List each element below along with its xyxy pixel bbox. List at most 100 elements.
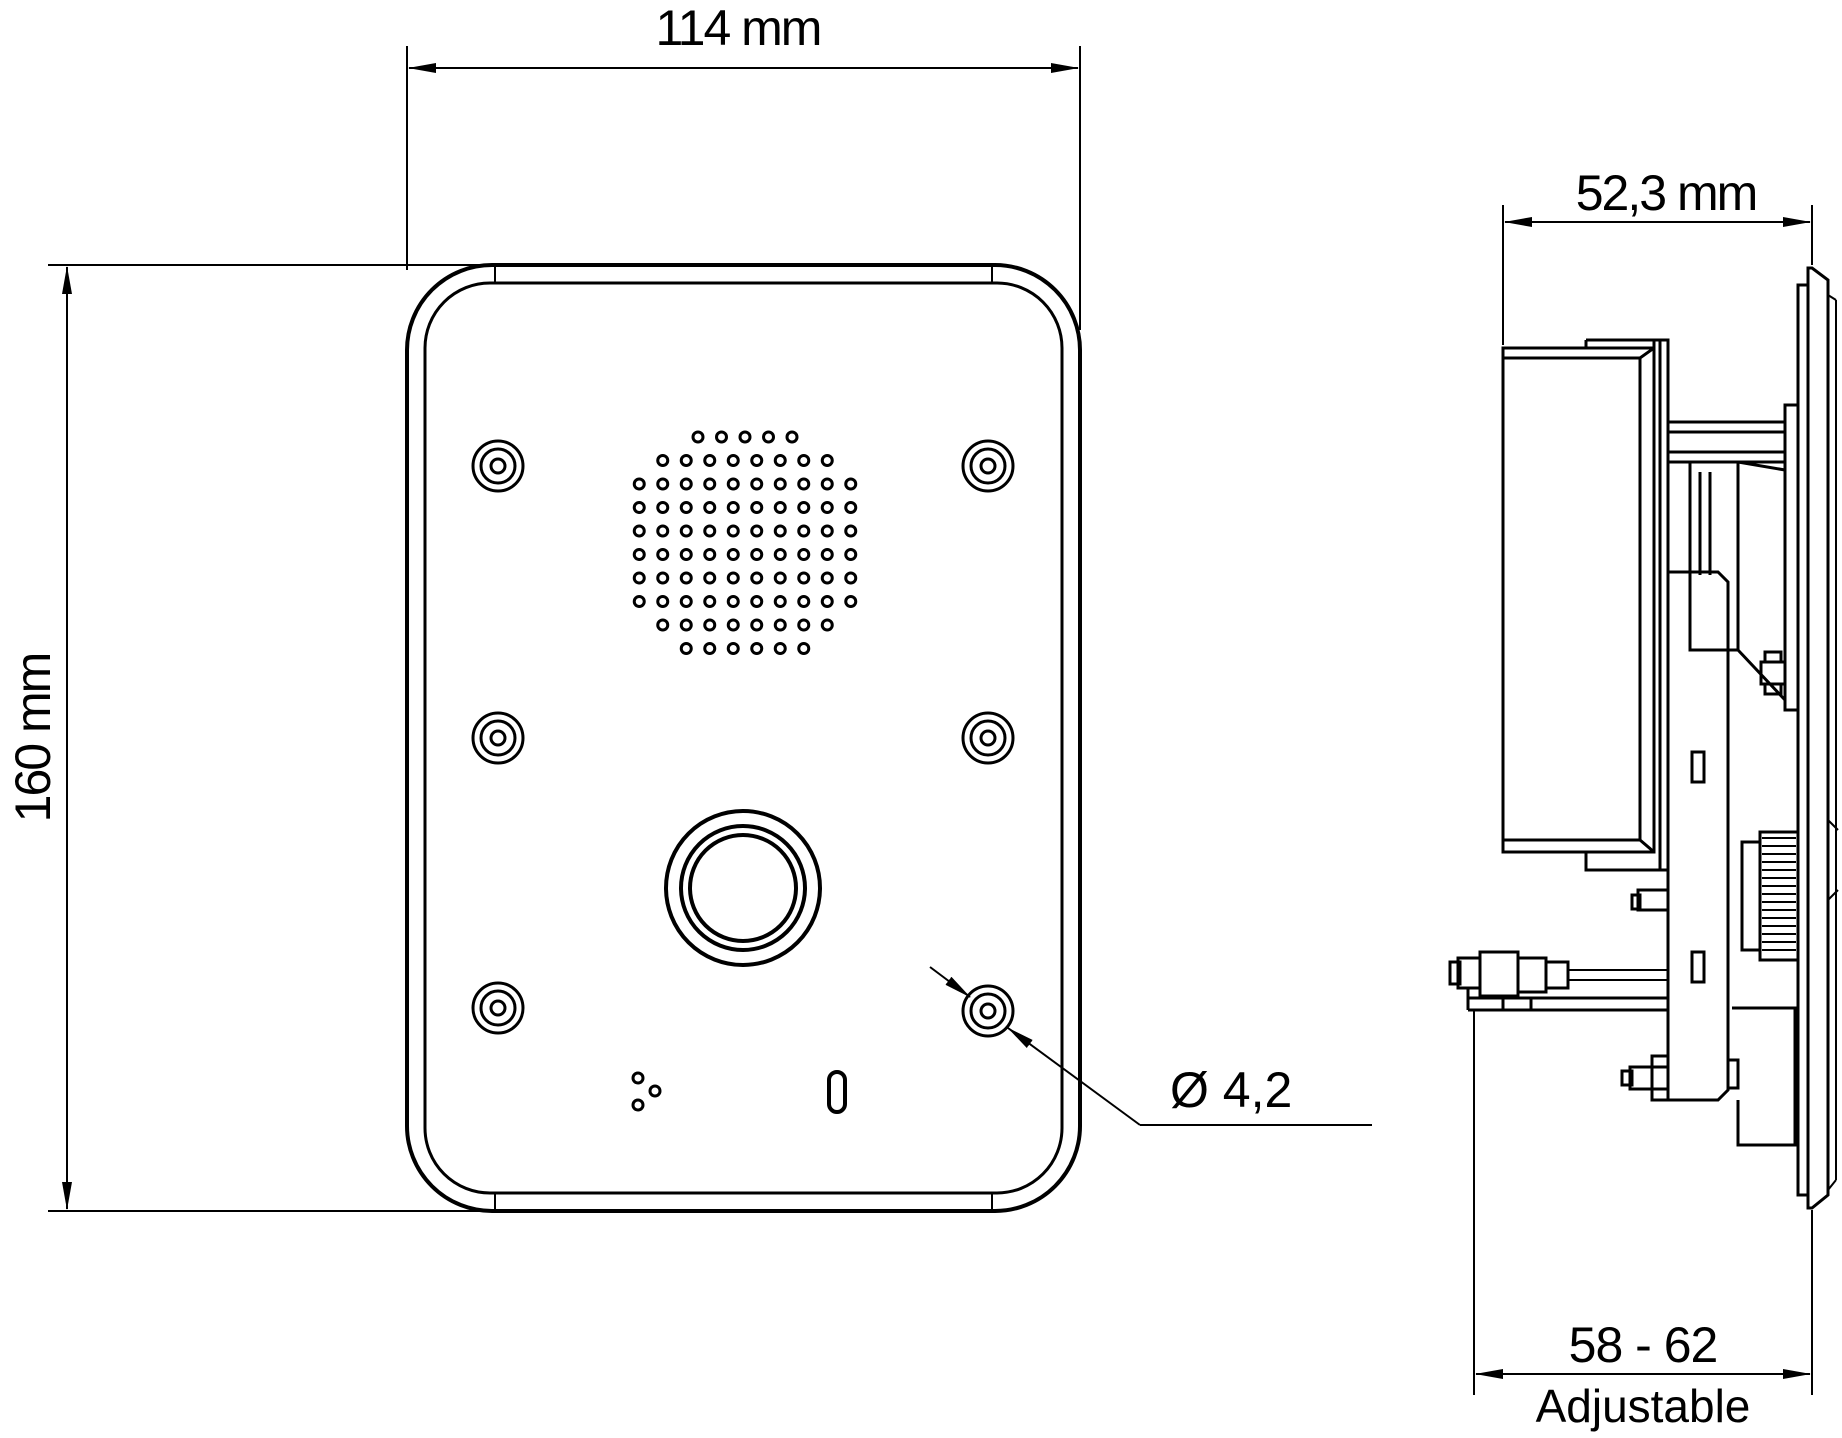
speaker-hole <box>797 571 811 585</box>
speaker-hole <box>656 618 670 632</box>
speaker-hole <box>750 454 764 467</box>
speaker-hole <box>679 618 693 632</box>
side-button-thread <box>1740 830 1800 962</box>
speaker-hole <box>797 595 811 608</box>
speaker-hole <box>726 477 740 491</box>
width-dimension: 114 mm <box>406 0 1081 330</box>
speaker-hole <box>632 595 646 608</box>
speaker-hole <box>703 595 717 608</box>
speaker-hole <box>679 524 693 538</box>
speaker-hole <box>844 524 858 538</box>
speaker-hole <box>820 548 834 561</box>
call-button[interactable] <box>664 809 822 967</box>
speaker-hole <box>820 454 834 467</box>
speaker-hole <box>785 430 799 444</box>
speaker-hole <box>703 642 717 655</box>
speaker-hole <box>750 501 764 514</box>
speaker-hole <box>773 642 787 655</box>
adjust-range-label: 58 - 62 <box>1569 1317 1718 1373</box>
speaker-hole <box>750 548 764 561</box>
speaker-hole <box>844 548 858 561</box>
speaker-hole <box>750 618 764 632</box>
speaker-hole <box>797 618 811 632</box>
screw-mid-left <box>471 711 525 765</box>
speaker-hole <box>726 595 740 608</box>
speaker-hole <box>726 618 740 632</box>
speaker-hole <box>750 595 764 608</box>
speaker-hole <box>656 571 670 585</box>
speaker-hole <box>679 571 693 585</box>
speaker-hole <box>656 477 670 491</box>
speaker-hole <box>820 571 834 585</box>
speaker-hole <box>797 524 811 538</box>
speaker-hole <box>703 548 717 561</box>
speaker-hole <box>679 548 693 561</box>
speaker-hole <box>844 477 858 491</box>
speaker-hole <box>679 477 693 491</box>
speaker-hole <box>703 618 717 632</box>
speaker-hole <box>773 571 787 585</box>
speaker-grille <box>632 430 858 655</box>
speaker-hole <box>773 618 787 632</box>
speaker-hole <box>820 477 834 491</box>
height-label: 160 mm <box>5 654 61 823</box>
speaker-hole <box>656 595 670 608</box>
speaker-hole <box>797 477 811 491</box>
speaker-hole <box>820 524 834 538</box>
speaker-hole <box>726 501 740 514</box>
mounting-screws <box>471 439 1015 1038</box>
side-front-plate <box>1796 266 1839 1210</box>
speaker-hole <box>726 571 740 585</box>
side-support-bars <box>1668 403 1800 712</box>
speaker-hole <box>762 430 775 444</box>
speaker-hole <box>632 501 646 514</box>
hole-diameter-callout: Ø 4,2 <box>929 966 1372 1126</box>
speaker-hole <box>679 454 693 467</box>
adjust-range-dimension: 58 - 62 Adjustable <box>1473 1010 1813 1432</box>
front-view: 114 mm 160 mm <box>5 0 1372 1213</box>
speaker-hole <box>844 595 858 608</box>
speaker-hole <box>632 477 646 491</box>
side-bracket <box>1466 998 1668 1012</box>
speaker-hole <box>726 642 740 655</box>
depth-label: 52,3 mm <box>1576 165 1757 221</box>
speaker-hole <box>773 524 787 538</box>
speaker-hole <box>726 524 740 538</box>
led-indicator <box>827 1070 847 1114</box>
speaker-hole <box>750 524 764 538</box>
speaker-hole <box>750 571 764 585</box>
speaker-hole <box>773 477 787 491</box>
screw-top-right <box>961 439 1015 493</box>
speaker-hole <box>797 501 811 514</box>
adjust-note-label: Adjustable <box>1536 1380 1751 1432</box>
speaker-hole <box>797 454 811 467</box>
speaker-hole <box>703 477 717 491</box>
speaker-hole <box>750 642 764 655</box>
speaker-hole <box>679 595 693 608</box>
screw-bottom-right <box>961 984 1015 1038</box>
speaker-hole <box>750 477 764 491</box>
speaker-hole <box>656 501 670 514</box>
speaker-hole <box>715 430 728 444</box>
speaker-hole <box>632 548 646 561</box>
speaker-hole <box>726 454 740 467</box>
speaker-hole <box>820 501 834 514</box>
speaker-hole <box>656 454 670 467</box>
speaker-hole <box>773 501 787 514</box>
speaker-hole <box>679 642 693 655</box>
speaker-hole <box>773 595 787 608</box>
width-label: 114 mm <box>656 0 821 56</box>
speaker-hole <box>797 642 811 655</box>
screw-bottom-left <box>471 981 525 1035</box>
side-lower-block <box>1726 1006 1797 1147</box>
speaker-hole <box>844 571 858 585</box>
speaker-hole <box>656 524 670 538</box>
speaker-hole <box>726 548 740 561</box>
panel-body <box>405 263 1082 1213</box>
speaker-hole <box>820 618 834 632</box>
speaker-hole <box>703 454 717 467</box>
speaker-hole <box>773 548 787 561</box>
depth-dimension: 52,3 mm <box>1502 165 1813 345</box>
speaker-hole <box>844 501 858 514</box>
